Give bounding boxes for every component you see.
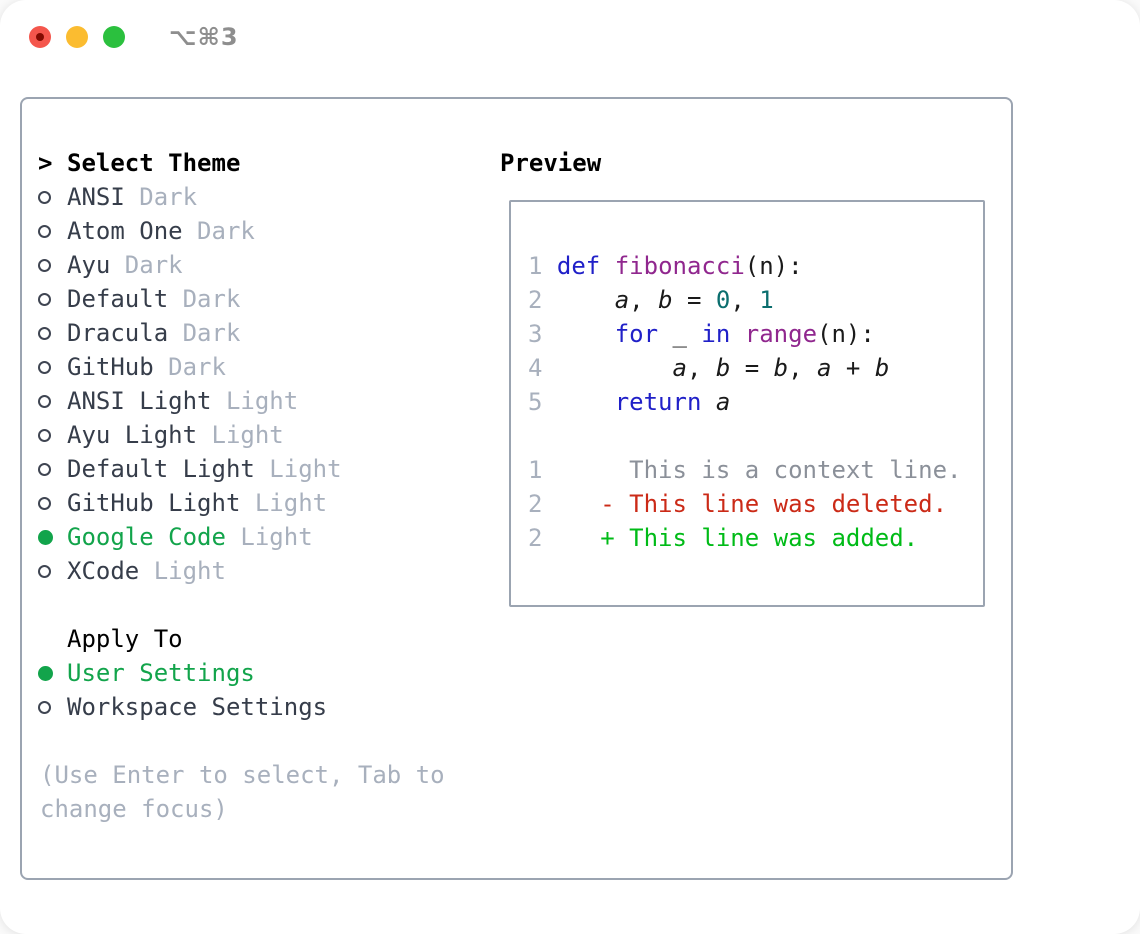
radio-icon <box>38 564 67 578</box>
diff-text: - This line was deleted. <box>542 490 948 518</box>
selected-radio-icon <box>38 529 67 545</box>
theme-item-github[interactable]: GitHub Dark <box>38 350 470 384</box>
window-title: ⌥⌘3 <box>169 23 239 51</box>
code-line: 1 def fibonacci(n): <box>528 252 803 280</box>
theme-variant: Light <box>197 421 284 449</box>
section-gap <box>38 724 470 758</box>
title-bar: ⌥⌘3 <box>0 0 1140 74</box>
line-number: 3 <box>528 320 543 348</box>
apply-option-label: User Settings <box>67 659 255 687</box>
theme-name: XCode <box>67 557 140 585</box>
theme-variant: Light <box>225 523 313 551</box>
theme-variant: Light <box>139 557 226 585</box>
diff-text: This is a context line. <box>542 456 962 484</box>
apply-to-label: Apply To <box>67 625 183 653</box>
select-theme-label: Select Theme <box>67 149 241 177</box>
preview-header: Preview <box>500 149 602 177</box>
section-gap <box>38 588 470 622</box>
radio-icon <box>38 224 67 238</box>
theme-variant: Dark <box>168 285 241 313</box>
theme-item-default[interactable]: Default Dark <box>38 282 470 316</box>
theme-item-google-code[interactable]: Google Code Light <box>38 520 470 554</box>
theme-item-github-light[interactable]: GitHub Light Light <box>38 486 470 520</box>
code-line: 2 a, b = 0, 1 <box>528 286 774 314</box>
line-number: 4 <box>528 354 543 382</box>
apply-option-user-settings[interactable]: User Settings <box>38 656 470 690</box>
theme-item-ansi-light[interactable]: ANSI Light Light <box>38 384 470 418</box>
theme-item-ayu[interactable]: Ayu Dark <box>38 248 470 282</box>
theme-variant: Dark <box>168 319 241 347</box>
close-button[interactable] <box>29 26 51 48</box>
radio-icon <box>38 258 67 272</box>
diff-preview: 1 This is a context line.2 - This line w… <box>528 453 983 555</box>
keyboard-hint: (Use Enter to select, Tab to change focu… <box>40 761 445 823</box>
apply-to-header: Apply To <box>38 622 470 656</box>
radio-icon <box>38 496 67 510</box>
theme-item-default-light[interactable]: Default Light Light <box>38 452 470 486</box>
theme-name: Dracula <box>67 319 169 347</box>
theme-item-atom-one[interactable]: Atom One Dark <box>38 214 470 248</box>
theme-variant: Light <box>240 489 328 517</box>
apply-option-label: Workspace Settings <box>67 693 328 721</box>
theme-variant: Dark <box>182 217 255 245</box>
selected-radio-icon <box>38 665 67 681</box>
theme-name: GitHub <box>67 353 154 381</box>
theme-name: Default <box>67 285 169 313</box>
diff-line-del: 2 - This line was deleted. <box>528 487 983 521</box>
theme-item-ansi[interactable]: ANSI Dark <box>38 180 470 214</box>
radio-icon <box>38 394 67 408</box>
line-number: 2 <box>528 490 543 518</box>
code-line: 3 for _ in range(n): <box>528 320 875 348</box>
preview-gap <box>528 419 983 453</box>
theme-name: Google Code <box>67 523 226 551</box>
theme-name: Default Light <box>67 455 255 483</box>
select-theme-header: > Select Theme <box>38 146 470 180</box>
focus-caret-icon: > <box>38 149 53 177</box>
line-number: 1 <box>528 456 543 484</box>
diff-text: + This line was added. <box>542 524 919 552</box>
radio-icon <box>38 700 67 714</box>
theme-variant: Dark <box>110 251 183 279</box>
theme-variant: Dark <box>153 353 226 381</box>
radio-icon <box>38 292 67 306</box>
radio-icon <box>38 190 67 204</box>
apply-option-workspace-settings[interactable]: Workspace Settings <box>38 690 470 724</box>
code-line: 5 return a <box>528 388 731 416</box>
theme-variant: Light <box>211 387 299 415</box>
preview-pane: 1 def fibonacci(n): 2 a, b = 0, 1 3 for _ … <box>509 200 985 607</box>
theme-item-xcode[interactable]: XCode Light <box>38 554 470 588</box>
zoom-button[interactable] <box>103 26 125 48</box>
line-number: 1 <box>528 252 543 280</box>
theme-name: ANSI <box>67 183 125 211</box>
line-number: 5 <box>528 388 543 416</box>
radio-icon <box>38 326 67 340</box>
theme-name: GitHub Light <box>67 489 241 517</box>
theme-variant: Dark <box>124 183 198 211</box>
line-number: 2 <box>528 286 543 314</box>
radio-icon <box>38 360 67 374</box>
line-number: 2 <box>528 524 543 552</box>
theme-name: Ayu <box>67 251 111 279</box>
theme-name: Atom One <box>67 217 183 245</box>
theme-item-ayu-light[interactable]: Ayu Light Light <box>38 418 470 452</box>
radio-icon <box>38 462 67 476</box>
diff-line-ctx: 1 This is a context line. <box>528 453 983 487</box>
theme-variant: Light <box>254 455 342 483</box>
code-line: 4 a, b = b, a + b <box>528 354 890 382</box>
radio-icon <box>38 428 67 442</box>
diff-line-add: 2 + This line was added. <box>528 521 983 555</box>
theme-item-dracula[interactable]: Dracula Dark <box>38 316 470 350</box>
minimize-button[interactable] <box>66 26 88 48</box>
code-preview: 1 def fibonacci(n): 2 a, b = 0, 1 3 for _ … <box>528 249 983 419</box>
theme-name: ANSI Light <box>67 387 212 415</box>
theme-name: Ayu Light <box>67 421 198 449</box>
